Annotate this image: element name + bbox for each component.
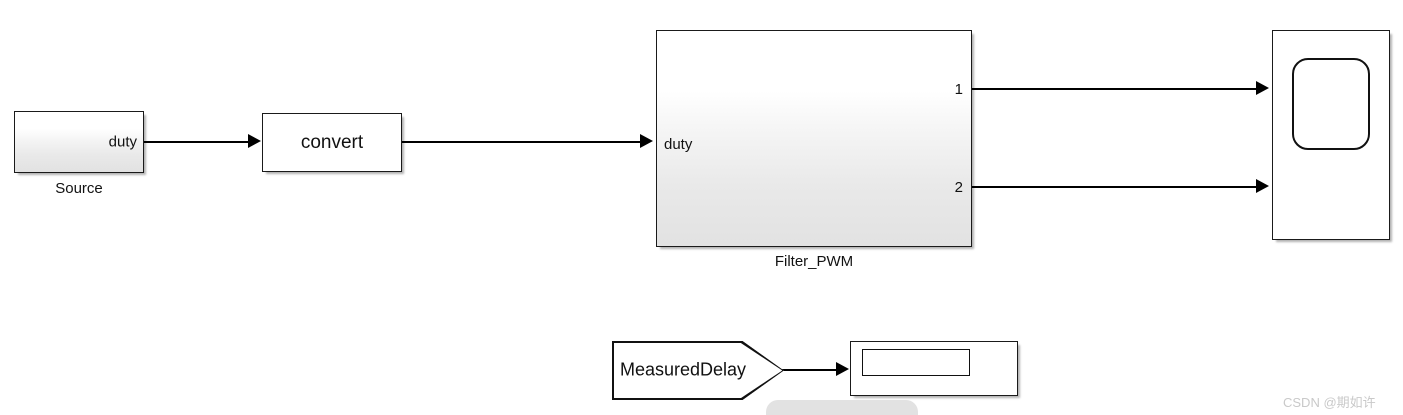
filter-pwm-input-port-label: duty [664,136,693,153]
source-output-port-label: duty [108,133,137,151]
arrowhead-scope-input-2 [1256,179,1269,193]
measured-delay-label: MeasuredDelay [620,359,747,380]
measured-delay-fill [613,342,783,399]
block-convert[interactable]: convert [262,113,402,172]
block-source[interactable]: duty [14,111,144,173]
block-filter-pwm[interactable]: duty 1 2 [656,30,972,247]
scope-screen-icon [1292,58,1370,150]
arrowhead-convert-input [248,134,261,148]
arrowhead-filter-input [640,134,653,148]
arrowhead-display-input [836,362,849,376]
wire-filter-out2-to-scope[interactable] [972,186,1256,188]
csdn-watermark: CSDN @期如许 [1283,395,1376,410]
display-value-field[interactable] [862,349,970,376]
partial-block-below-fold [766,400,918,415]
filter-pwm-caption: Filter_PWM [774,253,854,270]
wire-source-to-convert[interactable] [144,141,248,143]
convert-label: convert [300,131,364,153]
wire-filter-out1-to-scope[interactable] [972,88,1256,90]
filter-pwm-output-port-label-2: 2 [954,179,963,196]
arrowhead-scope-input-1 [1256,81,1269,95]
display-value-text [863,350,969,375]
wire-convert-to-filter[interactable] [402,141,640,143]
filter-pwm-output-port-label-1: 1 [954,81,963,98]
block-measured-delay[interactable] [612,341,784,400]
source-caption: Source [55,180,103,197]
wire-measureddelay-to-display[interactable] [776,369,836,371]
